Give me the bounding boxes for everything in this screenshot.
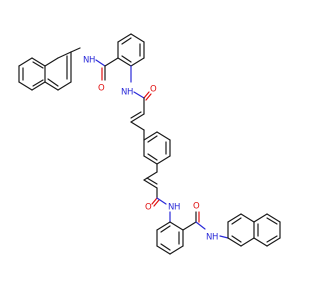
bond	[143, 91, 150, 99]
bond-double	[160, 225, 171, 233]
bond	[143, 131, 158, 141]
bond	[130, 57, 145, 67]
bond-double	[160, 243, 171, 251]
bond-double	[32, 79, 44, 87]
bond	[130, 121, 145, 131]
bond	[44, 81, 59, 91]
nitrogen-label: N	[121, 88, 127, 98]
bond-double	[147, 135, 158, 143]
hydrogen-label: H	[212, 233, 218, 243]
bond	[130, 33, 145, 43]
bond-double	[231, 235, 242, 243]
hydrogen-label: H	[127, 88, 133, 98]
hydrogen-label: H	[174, 203, 180, 213]
bond	[156, 131, 171, 141]
nitrogen-label: N	[206, 233, 212, 243]
bond-double	[121, 55, 132, 63]
bond	[253, 213, 268, 223]
bond-double	[266, 235, 278, 243]
acrylamide-bottom	[143, 163, 167, 207]
bond-double	[145, 93, 152, 101]
naphthalene-top	[18, 47, 81, 91]
oxygen-label: O	[150, 85, 157, 95]
bond	[182, 221, 197, 231]
bond-double	[130, 111, 142, 119]
bond-double	[153, 199, 160, 207]
bond	[143, 155, 158, 165]
bond	[240, 213, 255, 223]
bond	[156, 197, 167, 205]
bond	[266, 237, 281, 247]
benzamide-top	[95, 33, 145, 83]
bond	[117, 57, 132, 67]
bond	[227, 237, 242, 247]
bond	[156, 221, 171, 231]
bond	[143, 171, 158, 181]
bond	[169, 221, 184, 231]
oxygen-label: O	[193, 202, 200, 212]
naphthalene-bottom	[219, 213, 281, 247]
bond	[156, 155, 171, 165]
bond	[143, 179, 158, 189]
bond	[57, 51, 72, 59]
oxygen-label: O	[98, 84, 105, 94]
nitrogen-label: N	[83, 56, 89, 66]
oxygen-label: O	[145, 203, 152, 213]
bond-double	[32, 61, 44, 69]
structure-diagram: N H O N H O	[18, 33, 281, 255]
bond	[227, 213, 242, 223]
bond	[130, 113, 145, 123]
bond-double	[121, 37, 132, 45]
bond	[95, 59, 106, 67]
bond	[44, 57, 59, 67]
molecule-canvas: N H O N H O	[18, 33, 281, 255]
bond-double	[47, 78, 59, 87]
bond	[18, 57, 33, 67]
acrylamide-top	[130, 91, 152, 141]
bond	[266, 213, 281, 223]
bond-double	[231, 217, 242, 225]
benzamide-bottom	[156, 211, 206, 255]
bond	[169, 245, 184, 255]
bond	[31, 81, 46, 91]
bond-double	[266, 217, 278, 225]
bond	[18, 81, 33, 91]
bond	[57, 81, 72, 91]
bond	[151, 197, 158, 205]
bond	[240, 237, 255, 247]
bond	[70, 47, 81, 53]
bond	[219, 235, 229, 239]
bond	[104, 57, 119, 67]
bond	[133, 91, 145, 99]
central-benzene	[143, 131, 171, 165]
bond-double	[146, 177, 158, 185]
bond-double	[147, 153, 158, 161]
bond	[31, 57, 46, 67]
bond	[195, 221, 206, 230]
hydrogen-label: H	[89, 56, 95, 66]
bond	[117, 33, 132, 43]
bond	[156, 245, 171, 255]
nitrogen-label: N	[168, 203, 174, 213]
bond	[253, 237, 268, 247]
